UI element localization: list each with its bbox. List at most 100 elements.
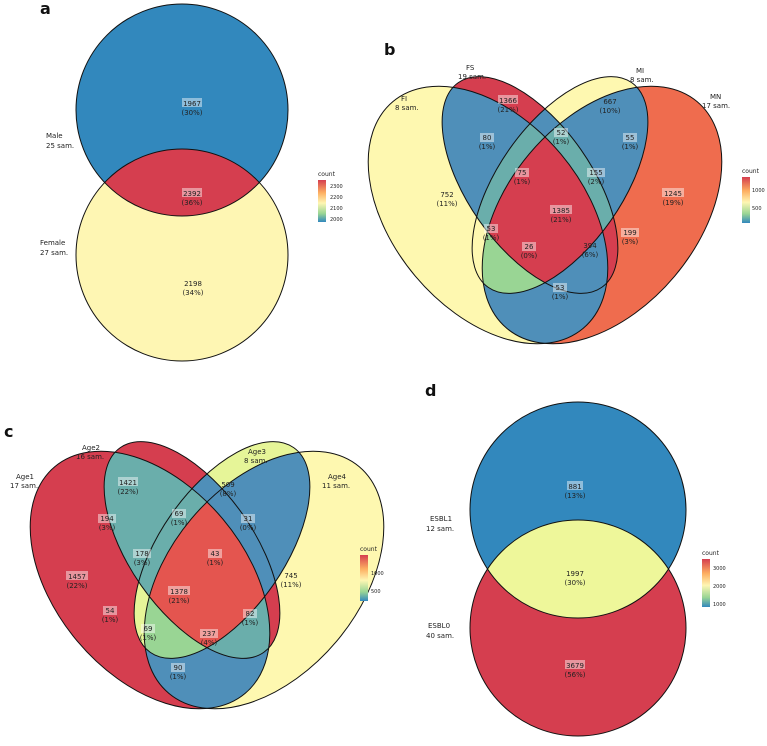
region-value: 2198 — [184, 280, 202, 288]
legend-tick: 2300 — [330, 184, 343, 190]
region-percent: (13%) — [564, 492, 585, 500]
region-label: 237(4%) — [200, 629, 218, 647]
region-value: 80 — [483, 134, 492, 142]
region-value: 1421 — [119, 479, 137, 487]
set-label-mi: MI — [636, 67, 644, 75]
region-value: 509 — [221, 481, 234, 489]
region-label: 1421(22%) — [117, 477, 139, 496]
region-value: 199 — [623, 229, 636, 237]
region-label: 194(3%) — [98, 514, 116, 532]
region-label: 881 (13%) — [564, 481, 586, 500]
region-value: 1378 — [170, 588, 188, 596]
region-label: 394(6%) — [582, 242, 599, 259]
region-percent: (1%) — [102, 616, 119, 624]
legend-tick: 1000 — [713, 602, 726, 608]
region-percent: (1%) — [483, 234, 500, 242]
legend-title: count — [360, 546, 378, 553]
set-samples-mi: 8 sam. — [630, 76, 654, 84]
venn-region-esbl1-esbl0 — [470, 520, 686, 618]
panel-a: a Male 25 sam. Female 27 sam. 1967 (30%)… — [40, 0, 343, 362]
region-label: 509(8%) — [220, 481, 237, 498]
region-value: 75 — [518, 169, 527, 177]
region-value: 1457 — [68, 573, 86, 581]
set-samples-fs: 19 sam. — [458, 73, 486, 81]
region-label: 90(1%) — [170, 663, 187, 681]
set-label-mn: MN — [710, 93, 721, 101]
legend-tick: 1000 — [371, 571, 384, 577]
region-value: 54 — [106, 607, 115, 615]
region-label: 69(1%) — [140, 624, 157, 642]
region-label: 55(1%) — [622, 133, 639, 151]
region-value: 155 — [589, 169, 602, 177]
region-label: 54(1%) — [102, 606, 119, 624]
panel-letter-b: b — [384, 40, 395, 59]
region-label: 1385(21%) — [550, 205, 572, 224]
set-samples-age4: 11 sam. — [322, 482, 350, 490]
legend-b: count 1000 500 — [742, 168, 765, 223]
region-percent: (0%) — [240, 524, 257, 532]
legend-tick: 2000 — [330, 217, 343, 223]
set-label-esbl0: ESBL0 — [428, 622, 450, 630]
region-percent: (1%) — [622, 143, 639, 151]
region-value: 178 — [135, 550, 148, 558]
legend-d: count 3000 2000 1000 — [702, 550, 726, 608]
legend-a: count 2300 2200 2100 2000 — [318, 171, 343, 223]
set-samples-mn: 17 sam. — [702, 102, 730, 110]
set-samples-female: 27 sam. — [40, 249, 68, 257]
region-label: 178(3%) — [133, 549, 151, 567]
region-value: 82 — [246, 610, 255, 618]
region-value: 69 — [144, 625, 153, 633]
region-percent: (30%) — [181, 109, 202, 117]
region-value: 394 — [583, 242, 597, 250]
legend-tick: 2200 — [330, 195, 343, 201]
region-label: 3679 (56%) — [564, 660, 586, 679]
region-percent: (19%) — [662, 199, 683, 207]
legend-tick: 2000 — [713, 584, 726, 590]
panel-c: c Age1 17 sam. Age2 16 sam. Age3 8 sam. … — [4, 422, 385, 710]
set-samples-age2: 16 sam. — [76, 453, 104, 461]
legend-tick: 2100 — [330, 206, 343, 212]
region-value: 55 — [626, 134, 635, 142]
region-percent: (56%) — [564, 671, 585, 679]
set-samples-male: 25 sam. — [46, 142, 74, 150]
region-label: 667(10%) — [599, 98, 620, 115]
region-percent: (0%) — [521, 252, 538, 260]
region-percent: (11%) — [436, 200, 457, 208]
region-percent: (22%) — [66, 582, 87, 590]
region-value: 2392 — [183, 190, 201, 198]
region-label: 752(11%) — [436, 191, 457, 208]
region-percent: (2%) — [588, 178, 605, 186]
region-value: 194 — [100, 515, 114, 523]
region-percent: (1%) — [207, 559, 224, 567]
region-value: 3679 — [566, 662, 584, 670]
region-percent: (1%) — [140, 634, 157, 642]
region-value: 53 — [487, 225, 496, 233]
region-percent: (1%) — [242, 619, 259, 627]
set-samples-esbl0: 40 sam. — [426, 632, 454, 640]
legend-tick: 500 — [371, 589, 381, 595]
region-value: 237 — [202, 630, 215, 638]
region-label: 199(3%) — [621, 228, 639, 246]
set-label-fi: FI — [401, 95, 407, 103]
region-label: 52(1%) — [553, 128, 570, 146]
region-percent: (10%) — [599, 107, 620, 115]
region-percent: (1%) — [171, 519, 188, 527]
legend-colorbar — [742, 177, 750, 223]
region-label: 31(0%) — [240, 514, 257, 532]
set-label-fs: FS — [466, 64, 475, 72]
set-samples-age1: 17 sam. — [10, 482, 38, 490]
region-percent: (11%) — [280, 581, 301, 589]
region-percent: (22%) — [117, 488, 138, 496]
panel-b: b FI 8 sam. FS 19 sam. MI 8 sam. MN 17 s… — [367, 40, 765, 345]
region-percent: (1%) — [553, 138, 570, 146]
region-value: 752 — [440, 191, 453, 199]
region-percent: (1%) — [514, 178, 531, 186]
region-label: 1378(21%) — [168, 586, 190, 605]
region-percent: (1%) — [170, 673, 187, 681]
region-value: 69 — [175, 510, 184, 518]
set-samples-fi: 8 sam. — [395, 104, 419, 112]
set-samples-age3: 8 sam. — [244, 457, 268, 465]
panel-letter-d: d — [425, 381, 436, 400]
region-percent: (4%) — [201, 639, 218, 647]
